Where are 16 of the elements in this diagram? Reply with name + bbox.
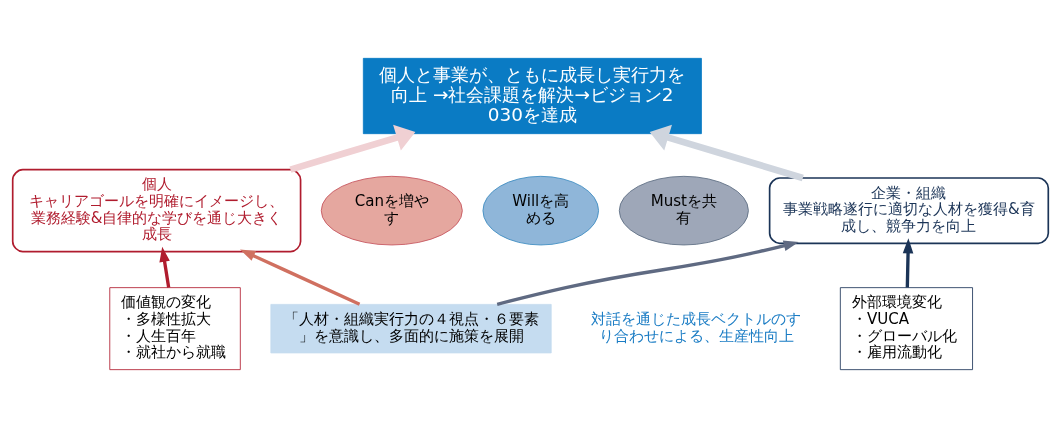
node-box: 企業・組織 事業戦略遂行に適切な人材を獲得&育成し、競争力を向上	[768, 176, 1050, 244]
label: 対話を通じた成長ベクトルのすり合わせによる、生産性向上	[591, 309, 802, 345]
arrow	[159, 246, 171, 288]
node-box: 「人材・組織実行力の４視点・６要素」を意識し、多面的に施策を展開	[270, 303, 552, 353]
arrow	[649, 124, 804, 181]
arrow	[902, 237, 914, 287]
node-ellipse: Canを増やす	[320, 175, 463, 245]
node-box: 外部環境変化 ・VUCA ・グローバル化 ・雇用流動化	[839, 286, 973, 370]
node-box: 個人 キャリアゴールを明確にイメージし、業務経験&自律的な学びを通じ大きく成長	[11, 168, 302, 252]
arrow	[289, 124, 416, 173]
node-ellipse: Willを高める	[482, 175, 599, 245]
node-ellipse: Mustを共有	[618, 175, 749, 245]
arrow	[240, 249, 361, 306]
arrow	[496, 240, 799, 306]
node-box: 個人と事業が、ともに成長し実行力を向上 →社会課題を解決→ビジョン2030を達成	[362, 57, 702, 134]
node-box: 価値観の変化 ・多様性拡大 ・人生百年 ・就社から就職	[109, 286, 241, 370]
